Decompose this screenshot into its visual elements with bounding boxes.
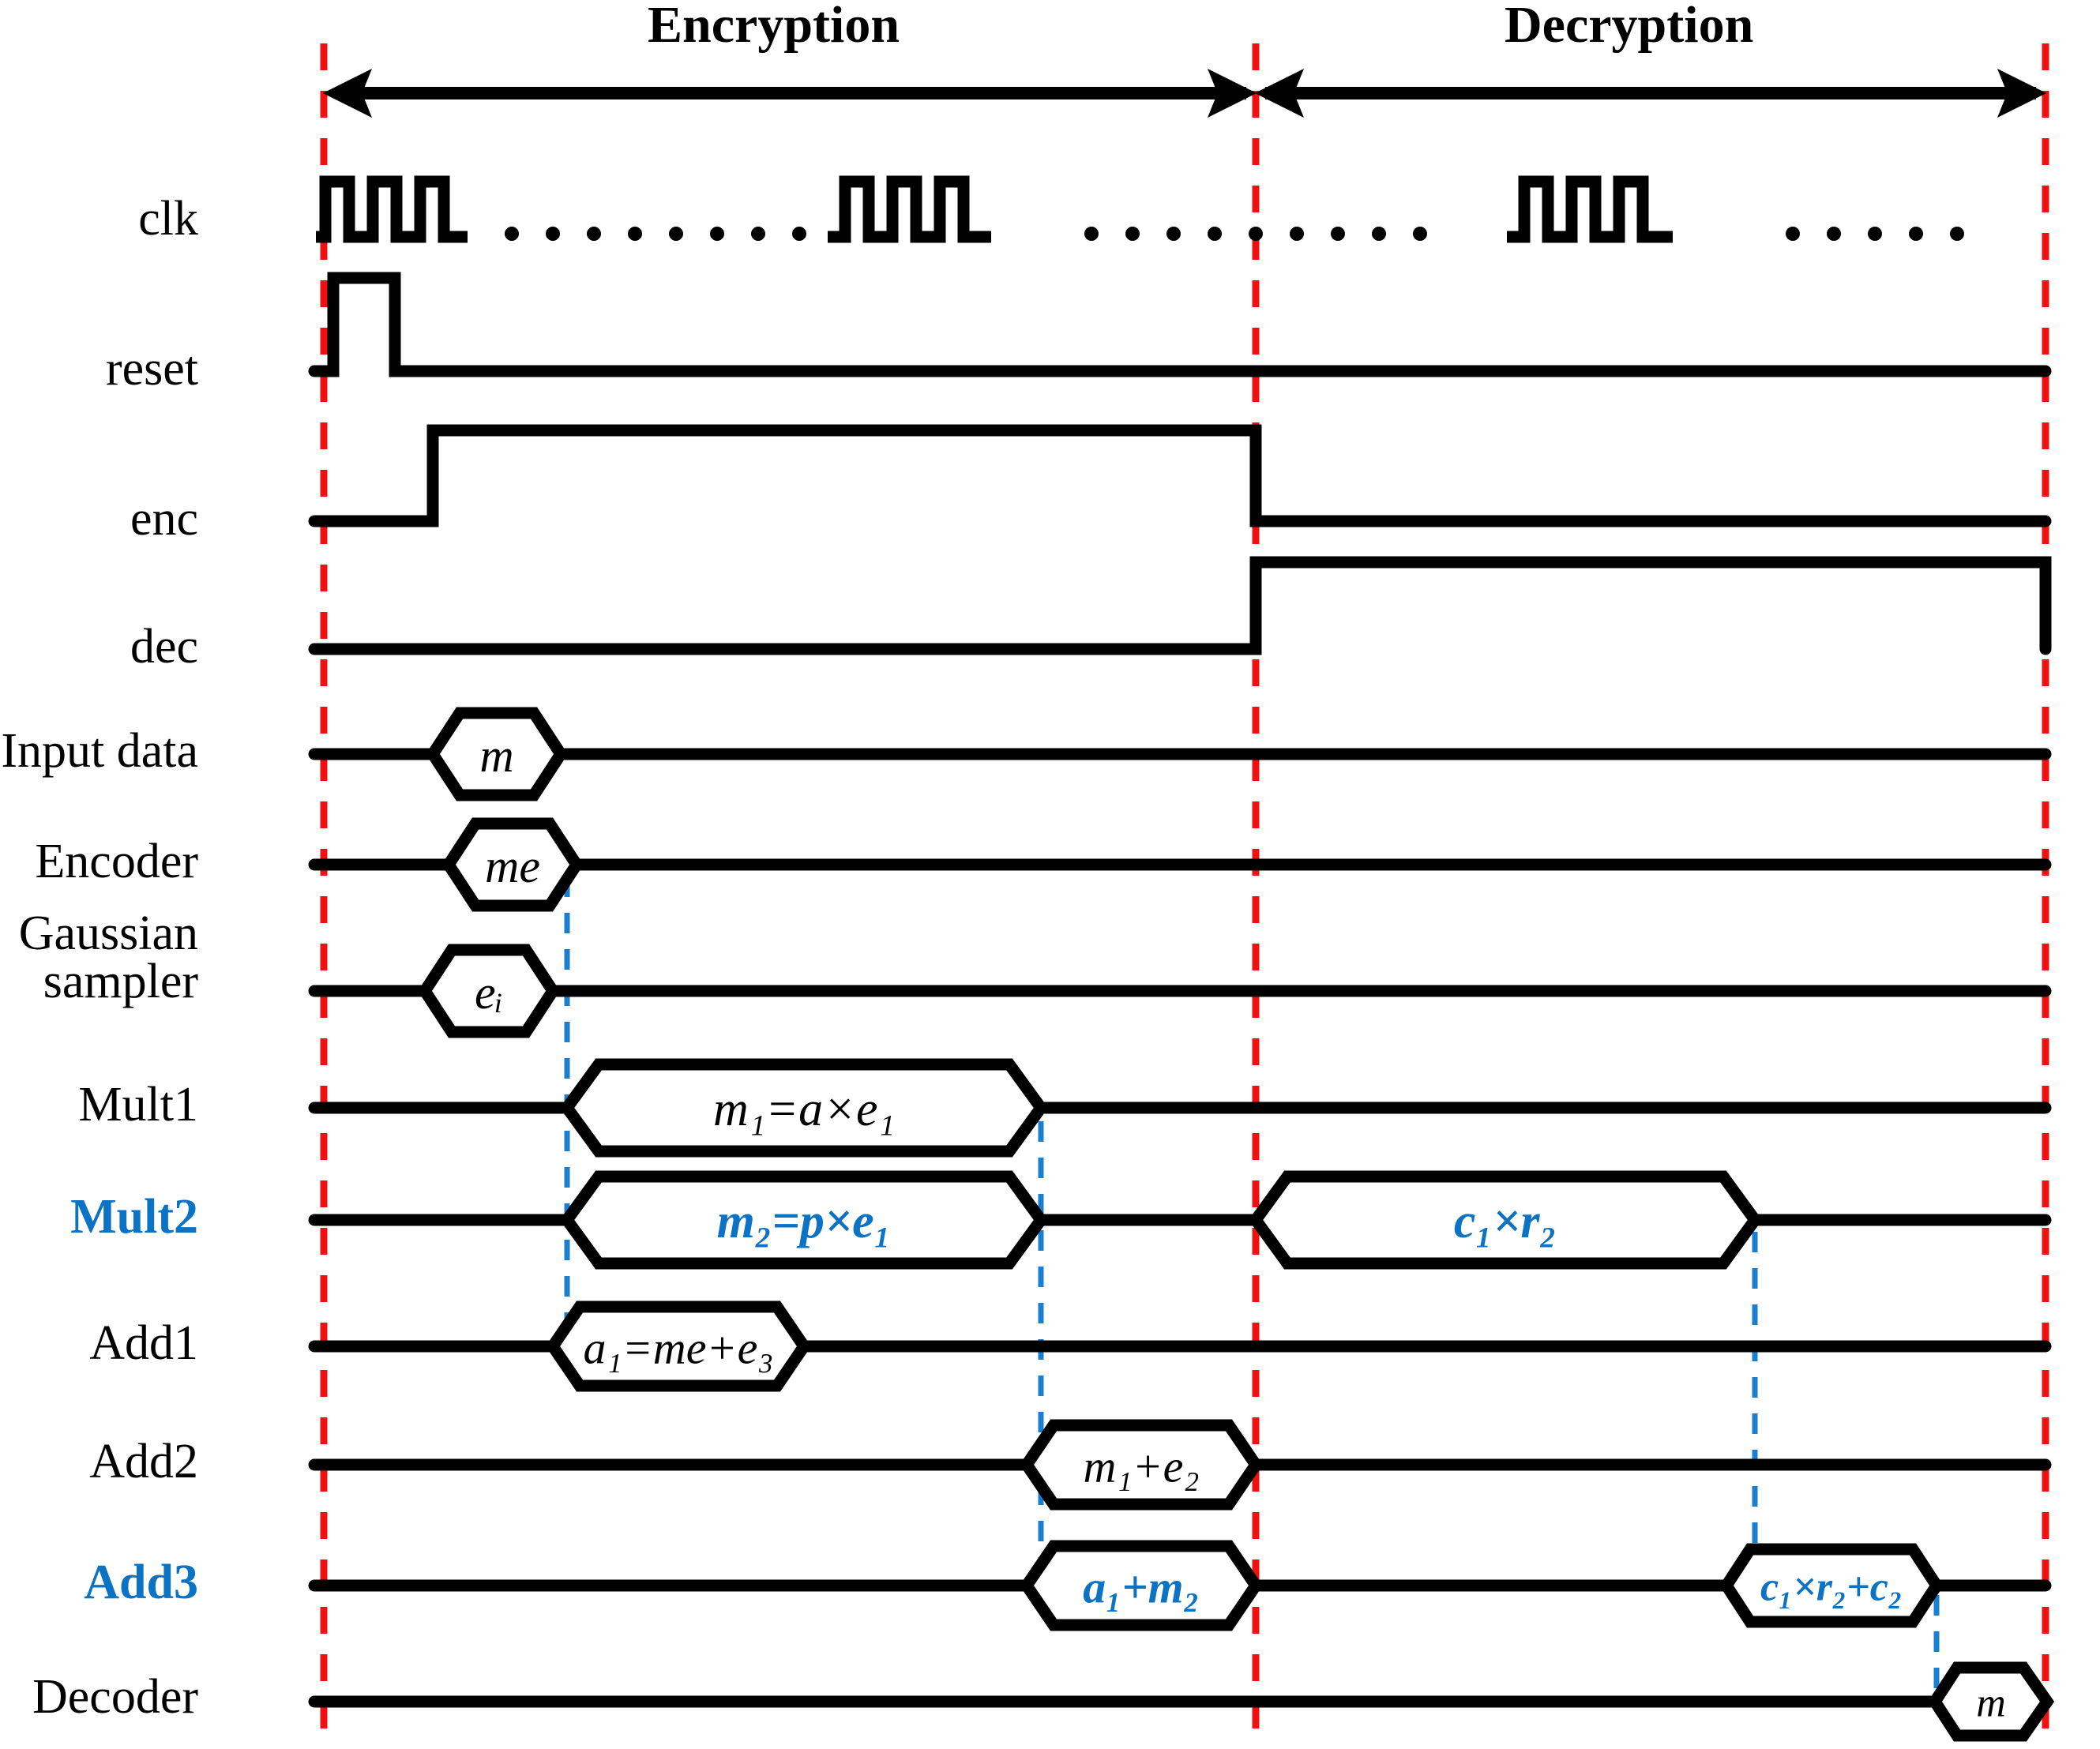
bubble-shape-add1 xyxy=(545,1300,812,1392)
gaussian-line1: Gaussian xyxy=(18,906,198,960)
encryption-phase-label: Encryption xyxy=(648,0,900,54)
bubble-text-decoder-m: m xyxy=(1976,1681,2006,1726)
bubble-shape-encoder-me xyxy=(441,817,584,912)
signal-label-add1: Add1 xyxy=(89,1316,198,1370)
decryption-phase-label: Decryption xyxy=(1505,0,1754,54)
decryption-arrow-head-left xyxy=(1254,68,1304,118)
bubble-text-mult1: m₁=a×e₁ xyxy=(713,1083,895,1136)
bubble-text-add2: m₁+e₂ xyxy=(1083,1441,1199,1492)
signal-label-add3: Add3 xyxy=(84,1556,198,1609)
signal-label-enc: enc xyxy=(130,492,198,546)
bubble-shape-gauss-ei xyxy=(418,944,560,1038)
bubble-shape-input-m xyxy=(426,707,568,801)
bubble-text-mult2-dec: c₁×r₂ xyxy=(1454,1195,1557,1248)
signal-label-dec: dec xyxy=(130,620,198,674)
signal-label-gaussian-sampler: Gaussian sampler xyxy=(0,906,198,1008)
clk-burst-3 xyxy=(1507,175,1673,243)
signal-label-mult2: Mult2 xyxy=(70,1190,198,1244)
bubble-text-input-m: m xyxy=(479,730,513,782)
encryption-arrow-head-right xyxy=(1208,68,1257,118)
signal-label-decoder: Decoder xyxy=(32,1670,198,1724)
gaussian-line2: sampler xyxy=(43,954,198,1008)
clk-burst-2 xyxy=(828,175,991,243)
bubble-shape-add3-dec xyxy=(1719,1543,1944,1628)
phase-arrows xyxy=(322,68,2047,118)
clk-burst-1 xyxy=(316,175,468,243)
signal-label-clk: clk xyxy=(138,192,198,246)
bubble-text-add1: a₁=mе+e₃ xyxy=(584,1323,774,1374)
bubble-shape-mult2-enc xyxy=(559,1170,1049,1270)
signal-waveform-clk xyxy=(316,175,1673,243)
bubble-text-add3-dec: c₁×r₂+c₂ xyxy=(1760,1565,1903,1610)
encryption-arrow-head-left xyxy=(322,68,372,118)
bubble-text-add3-enc: a₁+m₂ xyxy=(1083,1562,1200,1613)
data-bubbles xyxy=(418,707,2055,1742)
bubble-shape-decoder-m xyxy=(1928,1661,2055,1742)
signal-label-input-data: Input data xyxy=(1,724,198,778)
signal-waveform-dec xyxy=(308,556,2052,655)
bubble-shape-add3-enc xyxy=(1019,1540,1264,1631)
decryption-arrow-head-right xyxy=(1997,68,2047,118)
clk-ellipsis-dots xyxy=(505,227,1964,241)
signal-waveform-enc xyxy=(308,424,2052,527)
signal-label-add2: Add2 xyxy=(89,1435,198,1488)
bubble-text-gauss-ei: eᵢ xyxy=(475,966,503,1019)
data-dependency-links xyxy=(564,876,1940,1706)
signal-label-mult1: Mult1 xyxy=(78,1078,198,1132)
bubble-shape-mult2-dec xyxy=(1248,1170,1763,1270)
signal-waveform-reset xyxy=(308,272,2052,377)
signal-label-reset: reset xyxy=(105,342,198,396)
bubble-shape-add2 xyxy=(1019,1419,1264,1511)
bubble-text-encoder-me: mе xyxy=(485,840,540,892)
bubble-shape-mult1 xyxy=(559,1058,1049,1158)
signal-label-encoder: Encoder xyxy=(35,835,198,888)
bubble-text-mult2-enc: m₂=p×e₁ xyxy=(717,1195,892,1248)
